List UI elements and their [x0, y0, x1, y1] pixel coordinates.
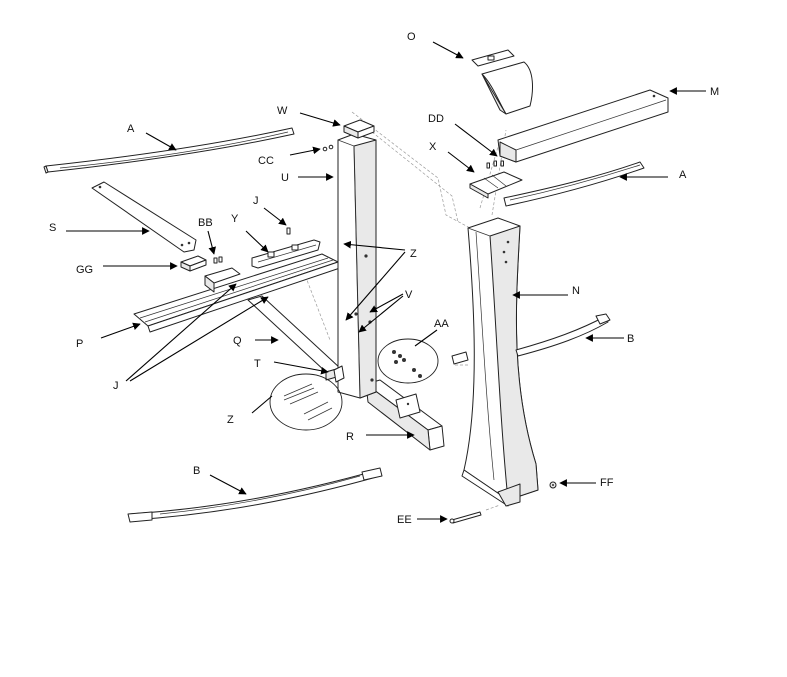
label-u: U — [281, 172, 289, 184]
label-b-bottom: B — [193, 465, 200, 477]
top-rail-a-left — [43, 127, 295, 174]
label-ff: FF — [600, 477, 614, 489]
label-r: R — [346, 431, 354, 443]
label-x: X — [429, 141, 437, 153]
label-cc: CC — [258, 155, 274, 167]
screws-cc — [322, 144, 334, 152]
part-labels: O M W DD A CC X A U J S Y BB Z GG N V AA… — [49, 31, 719, 526]
strap-s — [91, 181, 197, 253]
label-ee: EE — [397, 514, 412, 526]
screws-bb — [213, 256, 223, 264]
top-rail-a-right — [503, 161, 645, 207]
label-v: V — [405, 289, 413, 301]
label-n: N — [572, 285, 580, 297]
label-bb: BB — [198, 217, 213, 229]
label-s: S — [49, 222, 56, 234]
label-a-top: A — [127, 123, 135, 135]
label-z-circle: Z — [227, 414, 234, 426]
support-beam-q — [247, 295, 341, 381]
post-u — [333, 119, 377, 399]
bolt-ee — [449, 511, 482, 524]
label-m: M — [710, 86, 719, 98]
bracket-gg — [180, 255, 207, 272]
label-j-top: J — [253, 195, 259, 207]
label-dd: DD — [428, 113, 444, 125]
column-n — [461, 217, 539, 507]
post-cap-o — [471, 49, 533, 115]
hardware-circle-aa — [377, 338, 439, 384]
label-t: T — [254, 358, 261, 370]
hardware-circle-z — [269, 373, 343, 431]
label-p: P — [76, 338, 83, 350]
label-a-right: A — [679, 169, 687, 181]
label-y: Y — [231, 213, 239, 225]
top-rail-m — [497, 89, 669, 163]
bracket-x — [469, 171, 523, 199]
side-rail-b-bottom — [127, 467, 383, 523]
screws-dd — [486, 160, 504, 169]
label-j-bottom: J — [113, 380, 119, 392]
base-beam-r — [365, 379, 445, 451]
side-rail-b-right — [451, 313, 611, 365]
label-o: O — [407, 31, 416, 43]
bracket-y — [251, 239, 321, 269]
label-q: Q — [233, 335, 242, 347]
leader-lines — [66, 41, 706, 523]
screw-j-top — [286, 227, 291, 235]
label-b-right: B — [627, 333, 634, 345]
label-z-right: Z — [410, 248, 417, 260]
label-aa: AA — [434, 318, 449, 330]
label-w: W — [277, 105, 288, 117]
nut-ff — [549, 481, 557, 489]
label-gg: GG — [76, 264, 93, 276]
